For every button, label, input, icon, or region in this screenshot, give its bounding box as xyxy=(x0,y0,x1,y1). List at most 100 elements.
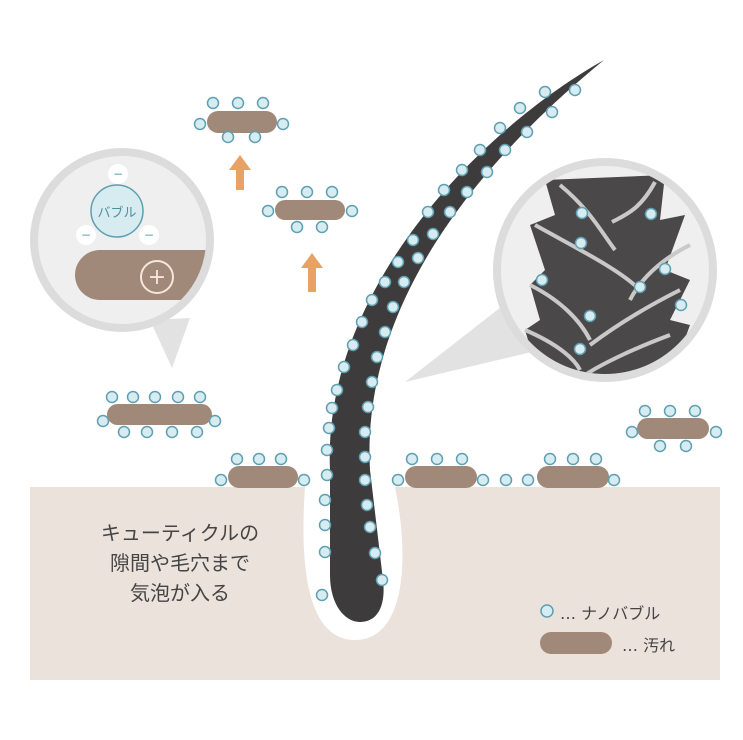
nano-bubble xyxy=(493,121,507,135)
dirt-particle xyxy=(275,200,345,220)
nano-bubble xyxy=(589,452,603,466)
nano-bubble xyxy=(653,439,667,453)
nano-bubble xyxy=(583,309,597,323)
nano-bubble xyxy=(300,185,314,199)
nano-bubble xyxy=(276,117,290,131)
nano-bubble xyxy=(607,473,621,487)
nano-bubble xyxy=(230,452,244,466)
nano-bubble xyxy=(405,452,419,466)
negative-charge-text: − xyxy=(113,167,123,181)
nano-bubble xyxy=(105,390,119,404)
nano-bubble xyxy=(638,404,652,418)
nano-bubble xyxy=(261,204,275,218)
positive-charge-icon xyxy=(140,260,174,294)
nano-bubble xyxy=(633,280,647,294)
legend-dirt-label: … 汚れ xyxy=(622,636,676,655)
nano-bubble xyxy=(297,473,311,487)
nano-bubble xyxy=(363,520,377,534)
nano-bubble xyxy=(535,273,549,287)
nano-bubble xyxy=(358,425,372,439)
nano-bubble xyxy=(406,233,420,247)
caption-line: キューティクルの xyxy=(100,521,260,545)
nano-bubble xyxy=(322,421,336,435)
nano-bubble xyxy=(411,251,425,265)
nano-bubble xyxy=(658,262,672,276)
dirt-particle-large xyxy=(75,250,206,300)
arrow-up-icon xyxy=(229,155,251,190)
caption-line: 隙間や毛穴まで xyxy=(110,551,250,575)
hair-cuticle xyxy=(525,175,690,374)
nano-bubble xyxy=(206,96,220,110)
nano-bubble xyxy=(320,443,334,457)
caption-line: 気泡が入る xyxy=(130,581,230,605)
nano-bubble xyxy=(663,404,677,418)
nano-bubble xyxy=(325,401,339,415)
nano-bubble xyxy=(290,220,304,234)
legend-nanobubble-label: … ナノバブル xyxy=(560,604,661,623)
nano-bubble xyxy=(499,473,513,487)
positive-charge-text: + xyxy=(148,265,166,290)
charge-zoom-circle: + バブル − − − xyxy=(30,148,214,368)
nano-bubble xyxy=(193,117,207,131)
nano-bubble xyxy=(358,473,372,487)
nano-bubble xyxy=(165,425,179,439)
nano-bubble xyxy=(256,96,270,110)
nano-bubble xyxy=(391,255,405,269)
nano-bubble xyxy=(252,452,266,466)
nano-bubble xyxy=(455,452,469,466)
negative-charge-text: − xyxy=(144,228,154,242)
nano-bubble xyxy=(274,452,288,466)
nano-bubble xyxy=(538,85,552,99)
nano-bubble xyxy=(320,468,334,482)
nano-bubble xyxy=(378,275,392,289)
nano-bubble xyxy=(545,105,559,119)
nano-bubble xyxy=(688,404,702,418)
nano-bubble xyxy=(318,493,332,507)
nano-bubble xyxy=(386,300,400,314)
nano-bubble xyxy=(365,293,379,307)
nano-bubble xyxy=(498,143,512,157)
dirt-particle xyxy=(537,466,609,488)
dirt-particle xyxy=(228,466,298,488)
bubble-label: バブル xyxy=(97,205,136,221)
nano-bubble xyxy=(355,315,369,329)
nano-bubble xyxy=(513,101,527,115)
nano-bubble xyxy=(574,236,588,250)
nano-bubble xyxy=(318,545,332,559)
legend-bubble-icon xyxy=(540,604,554,618)
nano-bubble xyxy=(674,298,688,312)
cuticle-zoom-circle xyxy=(405,158,717,382)
nano-bubble xyxy=(625,425,639,439)
nano-bubble xyxy=(96,414,110,428)
nano-bubble xyxy=(573,342,587,356)
dirt-particle xyxy=(637,418,709,439)
caption: キューティクルの 隙間や毛穴まで 気泡が入る xyxy=(70,518,290,608)
nano-bubble xyxy=(148,390,162,404)
nano-bubble xyxy=(318,518,332,532)
nano-bubble xyxy=(391,473,405,487)
nano-bubble xyxy=(358,450,372,464)
nano-bubble xyxy=(221,130,235,144)
dirt-particle xyxy=(405,466,477,488)
nano-bubble xyxy=(126,390,140,404)
nano-bubble xyxy=(375,573,389,587)
nano-bubble xyxy=(171,390,185,404)
nano-bubble xyxy=(190,425,204,439)
nano-bubble xyxy=(378,325,392,339)
nano-bubble xyxy=(473,143,487,157)
nano-bubble xyxy=(566,452,580,466)
nano-bubble xyxy=(644,207,658,221)
nano-bubble xyxy=(337,360,351,374)
nano-bubble xyxy=(346,338,360,352)
nano-bubble xyxy=(520,125,534,139)
nano-bubble xyxy=(361,400,375,414)
nano-bubble xyxy=(709,425,723,439)
nano-bubble xyxy=(679,439,693,453)
nano-bubble xyxy=(460,185,474,199)
nano-bubble xyxy=(543,452,557,466)
legend-dirt-icon xyxy=(540,632,612,654)
nano-bubble xyxy=(421,205,435,219)
upward-arrows xyxy=(229,155,323,292)
nano-bubble xyxy=(208,414,222,428)
nano-bubble xyxy=(455,163,469,177)
